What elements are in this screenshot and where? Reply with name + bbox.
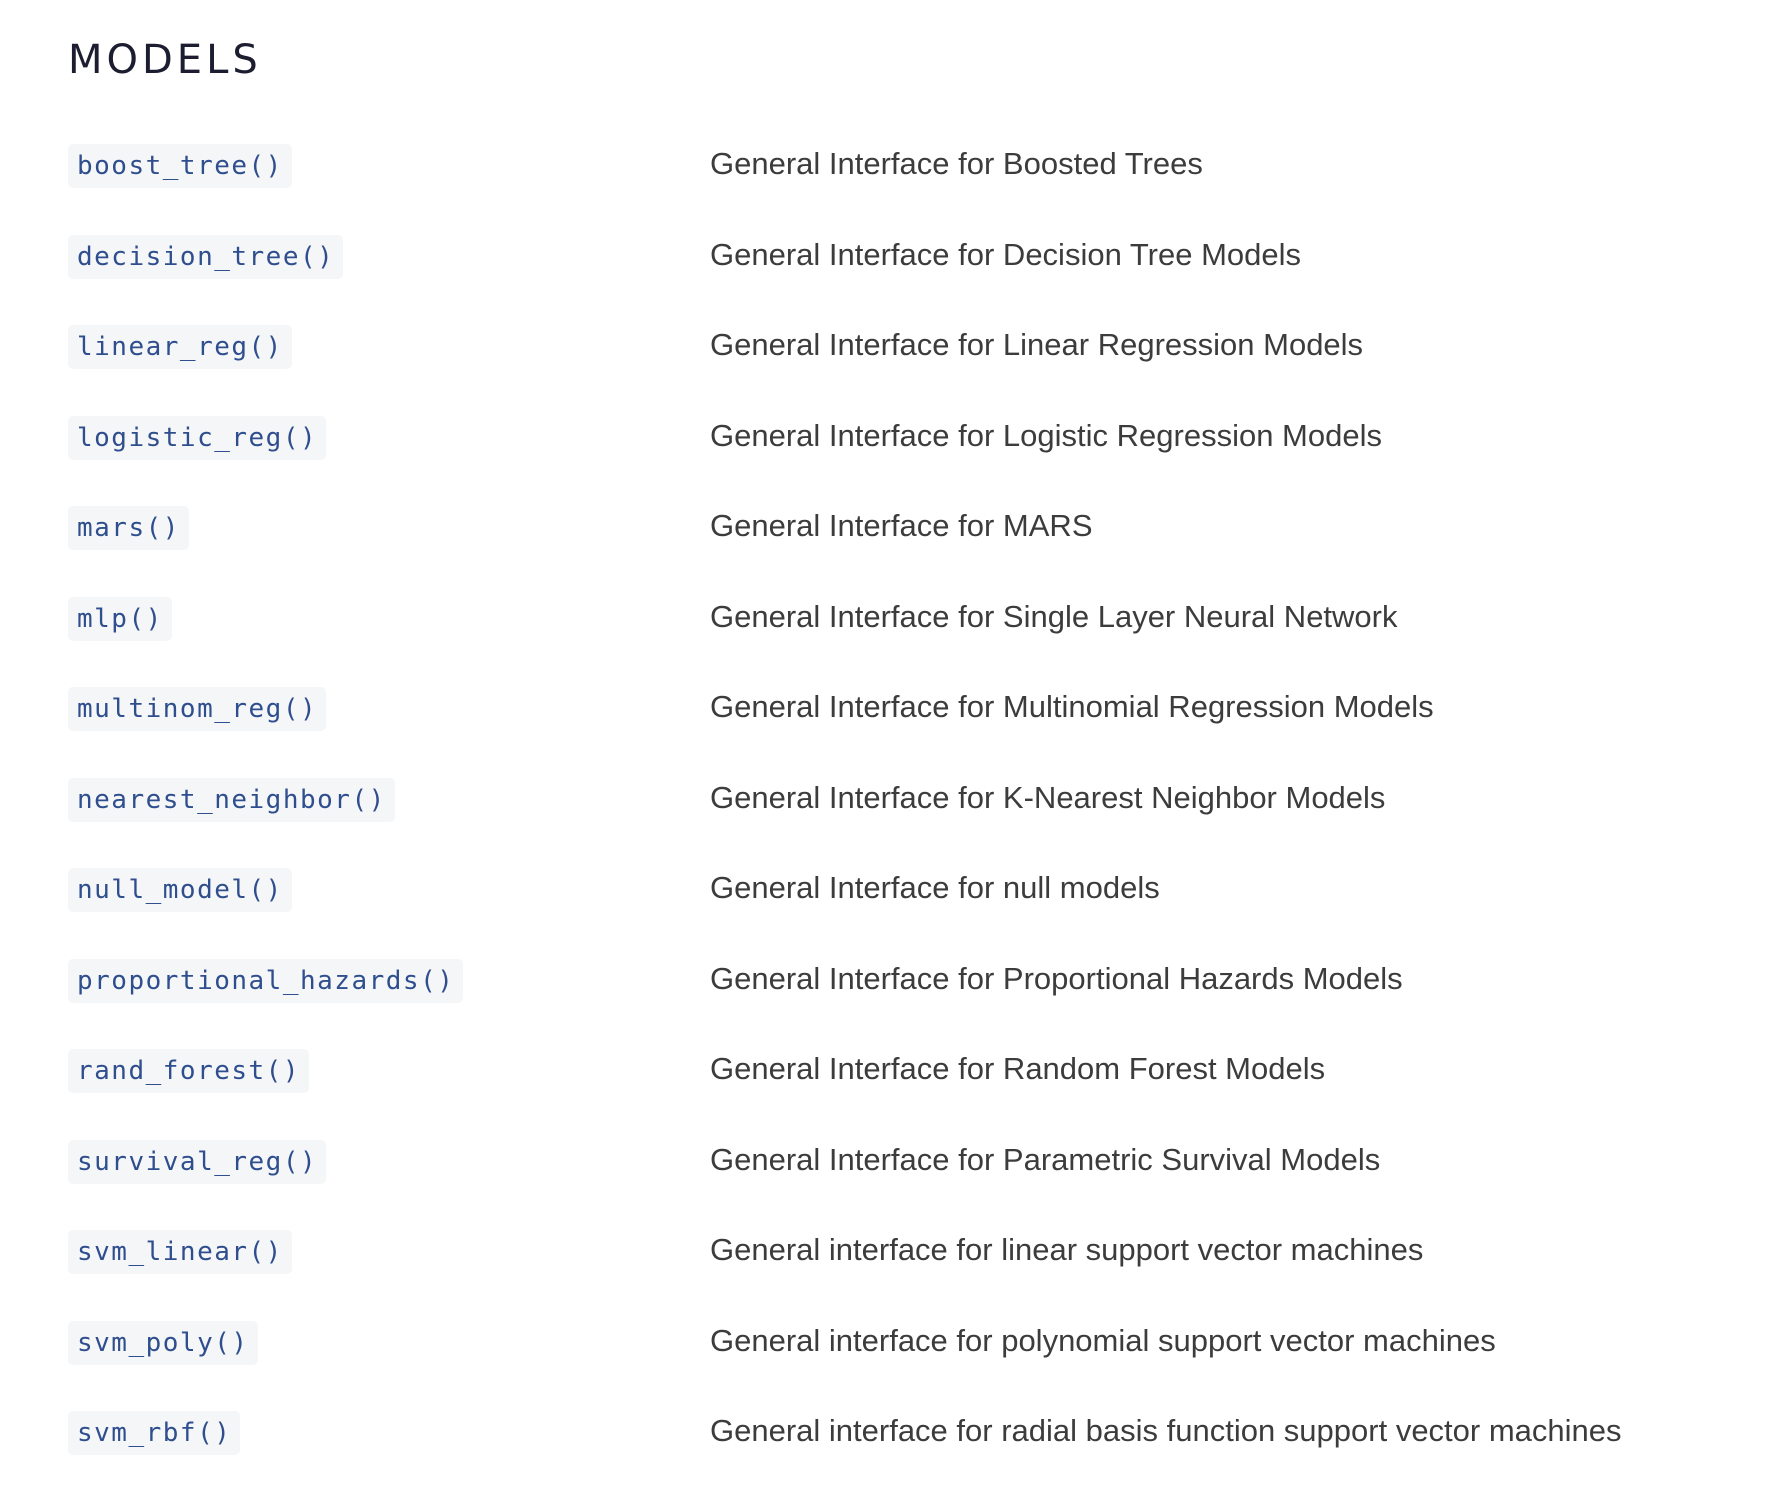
function-description: General Interface for Boosted Trees [710,146,1203,181]
function-description: General Interface for Linear Regression … [710,327,1364,362]
function-link[interactable]: survival_reg() [68,1139,327,1184]
reference-row: svm_linear() General interface for linear… [68,1214,1748,1305]
function-link[interactable]: rand_forest() [68,1049,309,1093]
function-description: General interface for polynomial support… [710,1322,1496,1358]
reference-row: mlp() General Interface for Single Layer … [68,581,1748,672]
function-link[interactable]: mlp() [68,596,172,641]
function-description: General Interface for Single Layer Neura… [710,598,1398,634]
function-link[interactable]: svm_poly() [68,1320,258,1365]
function-description: General Interface for Random Forest Mode… [710,1051,1326,1086]
reference-row: svm_poly() General interface for polynomi… [68,1305,1748,1396]
function-description: General Interface for Proportional Hazar… [710,960,1403,996]
reference-row: survival_reg() General Interface for Para… [68,1124,1748,1215]
reference-row: decision_tree() General Interface for Dec… [68,219,1748,310]
function-description: General interface for radial basis funct… [710,1413,1622,1448]
reference-row: logistic_reg() General Interface for Logi… [68,400,1748,491]
reference-row: nearest_neighbor() General Interface for … [68,762,1748,853]
function-link[interactable]: null_model() [68,868,292,912]
function-link[interactable]: nearest_neighbor() [68,777,395,822]
reference-list: boost_tree() General Interface for Booste… [68,128,1748,1486]
function-description: General interface for linear support vec… [710,1232,1424,1267]
function-link[interactable]: decision_tree() [68,234,344,279]
reference-row: svm_rbf() General interface for radial ba… [68,1395,1748,1486]
function-link[interactable]: logistic_reg() [68,415,327,460]
function-description: General Interface for K-Nearest Neighbor… [710,779,1386,815]
reference-row: linear_reg() General Interface for Linear… [68,309,1748,400]
function-description: General Interface for Multinomial Regres… [710,689,1434,724]
reference-row: mars() General Interface for MARS [68,490,1748,581]
function-link[interactable]: svm_rbf() [68,1411,241,1455]
function-description: General Interface for Decision Tree Mode… [710,236,1301,272]
function-link[interactable]: linear_reg() [68,325,292,369]
function-link[interactable]: svm_linear() [68,1230,292,1274]
function-description: General Interface for Parametric Surviva… [710,1141,1381,1177]
reference-row: boost_tree() General Interface for Booste… [68,128,1748,219]
section-title: MODELS [68,37,262,83]
function-description: General Interface for Logistic Regressio… [710,417,1382,453]
function-description: General Interface for null models [710,870,1160,905]
function-link[interactable]: multinom_reg() [68,687,327,731]
function-link[interactable]: mars() [68,506,189,550]
reference-row: multinom_reg() General Interface for Mult… [68,671,1748,762]
reference-row: proportional_hazards() General Interface … [68,943,1748,1034]
function-link[interactable]: proportional_hazards() [68,958,464,1003]
reference-row: null_model() General Interface for null m… [68,852,1748,943]
function-description: General Interface for MARS [710,508,1093,543]
reference-row: rand_forest() General Interface for Rando… [68,1033,1748,1124]
function-link[interactable]: boost_tree() [68,144,292,188]
